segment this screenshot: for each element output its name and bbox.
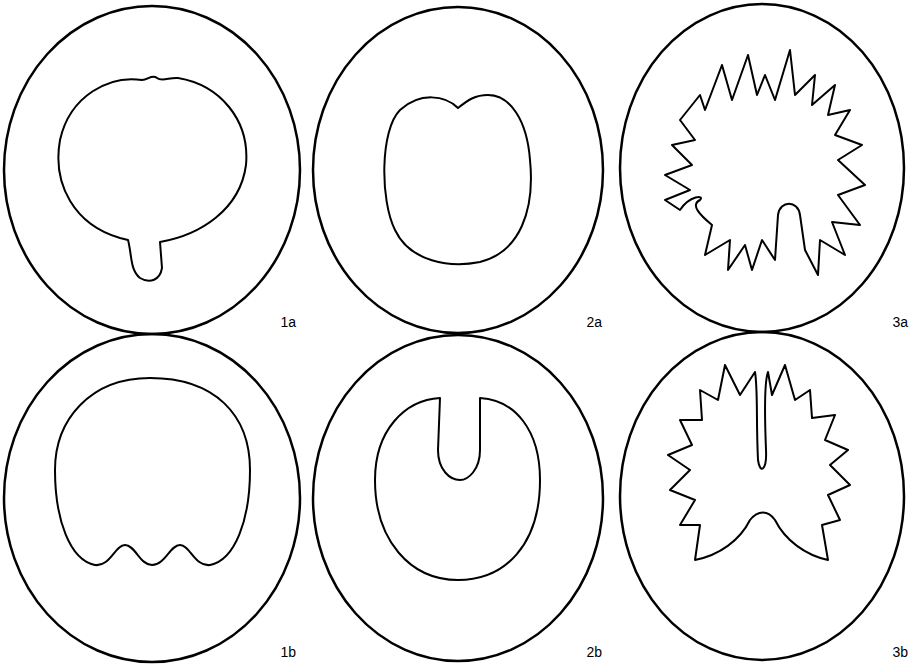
figure-label: 2a xyxy=(586,314,602,330)
figure-label: 2b xyxy=(586,644,602,660)
figure-label: 1b xyxy=(280,644,296,660)
inner-shape xyxy=(55,378,250,565)
inner-shape xyxy=(668,365,850,560)
figure-label: 3b xyxy=(892,644,908,660)
figure-label: 1a xyxy=(280,314,296,330)
inner-shape xyxy=(375,398,540,580)
figure-label: 3a xyxy=(892,314,908,330)
outer-oval xyxy=(313,335,603,661)
outer-oval xyxy=(620,4,904,332)
outer-oval xyxy=(4,6,300,334)
inner-shape xyxy=(665,50,865,275)
outer-oval xyxy=(620,332,904,660)
outer-oval xyxy=(313,7,603,333)
outer-oval xyxy=(4,334,300,662)
inner-shape xyxy=(384,95,531,264)
inner-shape xyxy=(58,77,246,281)
